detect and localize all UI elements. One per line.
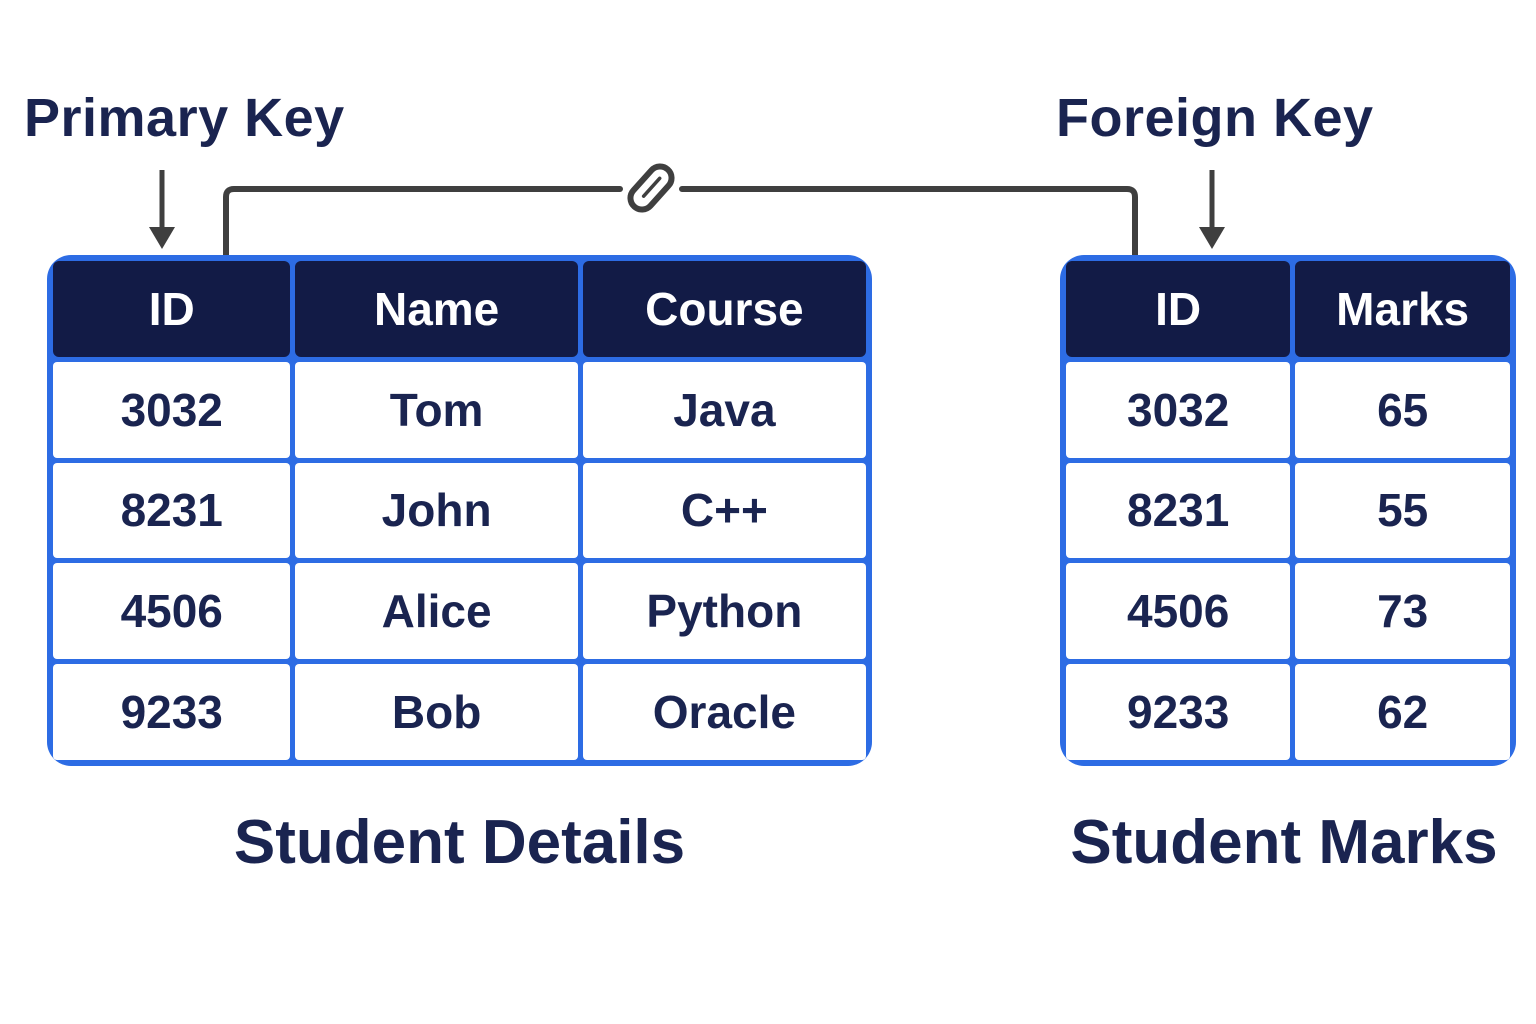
table-cell: Java (582, 361, 866, 458)
student-details-table: ID Name Course 3032 Tom Java 8231 John C… (47, 255, 872, 766)
table-cell: Python (582, 563, 866, 660)
table-caption-student-marks: Student Marks (1070, 808, 1498, 877)
student-marks-table: ID Marks 3032 65 8231 55 4506 73 9233 62 (1060, 255, 1516, 766)
table-cell: 65 (1295, 361, 1510, 458)
table-cell: 73 (1295, 563, 1510, 660)
column-header-name: Name (295, 261, 578, 357)
table-cell: John (295, 462, 578, 559)
table-caption-student-details: Student Details (233, 808, 686, 877)
table-cell: 9233 (53, 664, 291, 760)
table-cell: Oracle (582, 664, 866, 760)
table-cell: 62 (1295, 664, 1510, 760)
paperclip-icon (627, 163, 675, 213)
column-header-id: ID (1066, 261, 1291, 357)
table-cell: 3032 (1066, 361, 1291, 458)
table-cell: C++ (582, 462, 866, 559)
primary-key-label: Primary Key (24, 88, 345, 148)
table-cell: 8231 (1066, 462, 1291, 559)
table-cell: Tom (295, 361, 578, 458)
relationship-line-right (679, 186, 1138, 260)
table-cell: 8231 (53, 462, 291, 559)
table-cell: 4506 (53, 563, 291, 660)
column-header-course: Course (582, 261, 866, 357)
table-cell: 3032 (53, 361, 291, 458)
foreign-key-label: Foreign Key (1056, 88, 1374, 148)
table-cell: 4506 (1066, 563, 1291, 660)
table-cell: 55 (1295, 462, 1510, 559)
table-cell: Bob (295, 664, 578, 760)
arrow-down-icon (149, 170, 175, 249)
column-header-id: ID (53, 261, 291, 357)
table-cell: Alice (295, 563, 578, 660)
arrow-down-icon (1199, 170, 1225, 249)
relationship-line-left (223, 186, 623, 260)
table-cell: 9233 (1066, 664, 1291, 760)
column-header-marks: Marks (1295, 261, 1510, 357)
